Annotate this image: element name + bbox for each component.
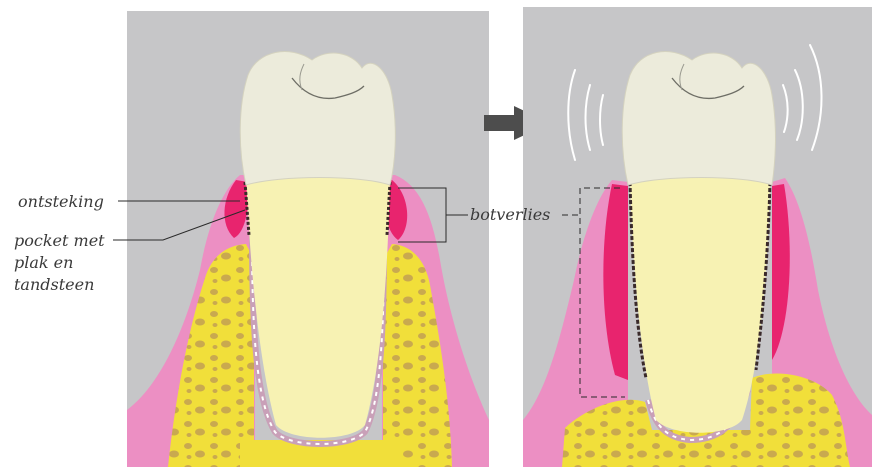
panel-advanced-periodontitis bbox=[523, 7, 872, 467]
label-pocket: pocket met plak en tandsteen bbox=[14, 230, 124, 296]
label-botverlies: botverlies bbox=[470, 204, 550, 226]
label-ontsteking: ontsteking bbox=[18, 191, 104, 213]
tooth-crown-left bbox=[240, 52, 395, 185]
tooth-root-right bbox=[630, 178, 770, 433]
tooth-crown-right bbox=[622, 52, 775, 185]
panel-healthy-onset bbox=[127, 11, 489, 467]
